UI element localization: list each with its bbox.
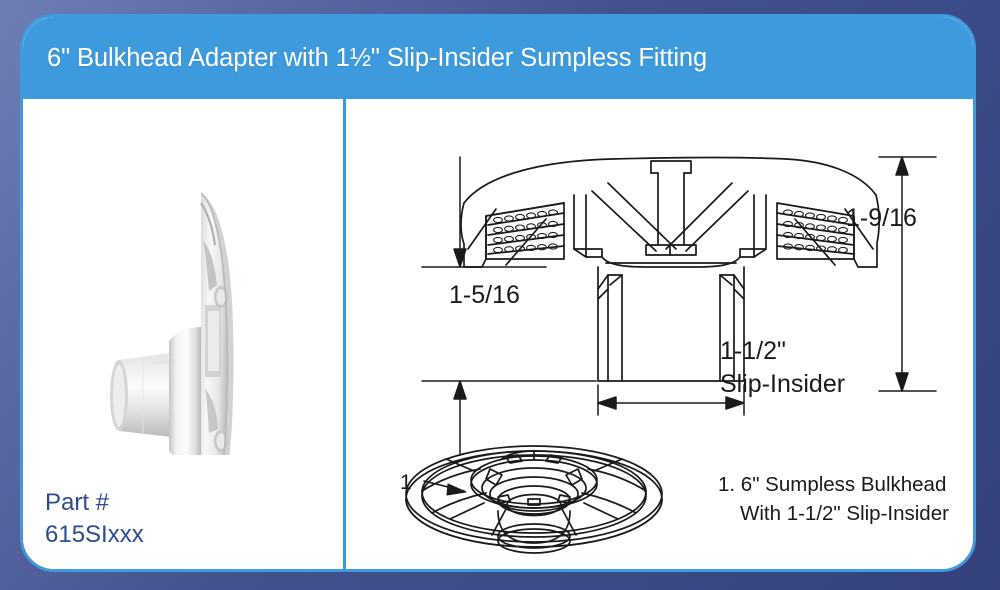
- right-panel: 1-9/16 1-5/16 1-1/2" Slip-Insider 1 1. 6…: [346, 99, 973, 569]
- product-photo: [51, 145, 316, 546]
- dimension-label-pipe-size-group: 1-1/2" Slip-Insider: [720, 335, 845, 401]
- cross-section-drawing: [460, 156, 880, 382]
- dimension-label-height-overall: 1-9/16: [846, 204, 917, 232]
- left-panel: Part # 615SIxxx: [23, 99, 343, 569]
- legend-block: 1. 6" Sumpless Bulkhead With 1-1/2" Slip…: [718, 470, 949, 528]
- isometric-drawing: [405, 445, 663, 554]
- product-photo-svg: [110, 192, 234, 546]
- dimension-label-pipe-size: 1-1/2": [720, 337, 786, 365]
- part-label: Part #: [45, 489, 110, 516]
- title-bar: 6" Bulkhead Adapter with 1½" Slip-Inside…: [23, 17, 973, 99]
- dimension-lines: [421, 156, 937, 456]
- part-number-block: Part # 615SIxxx: [45, 487, 144, 551]
- technical-drawings: [405, 156, 937, 554]
- part-number: 615SIxxx: [45, 521, 144, 548]
- product-card: 6" Bulkhead Adapter with 1½" Slip-Inside…: [20, 14, 976, 572]
- callout-number-1: 1: [400, 471, 412, 494]
- panel-divider: [343, 99, 346, 569]
- page-title: 6" Bulkhead Adapter with 1½" Slip-Inside…: [47, 43, 708, 72]
- content-area: Part # 615SIxxx: [23, 99, 973, 569]
- dimension-label-pipe-type: Slip-Insider: [720, 370, 846, 398]
- legend-line-2: With 1-1/2" Slip-Insider: [740, 502, 949, 525]
- legend-line-1: 1. 6" Sumpless Bulkhead: [718, 473, 947, 496]
- dimension-label-flange-height: 1-5/16: [449, 281, 520, 309]
